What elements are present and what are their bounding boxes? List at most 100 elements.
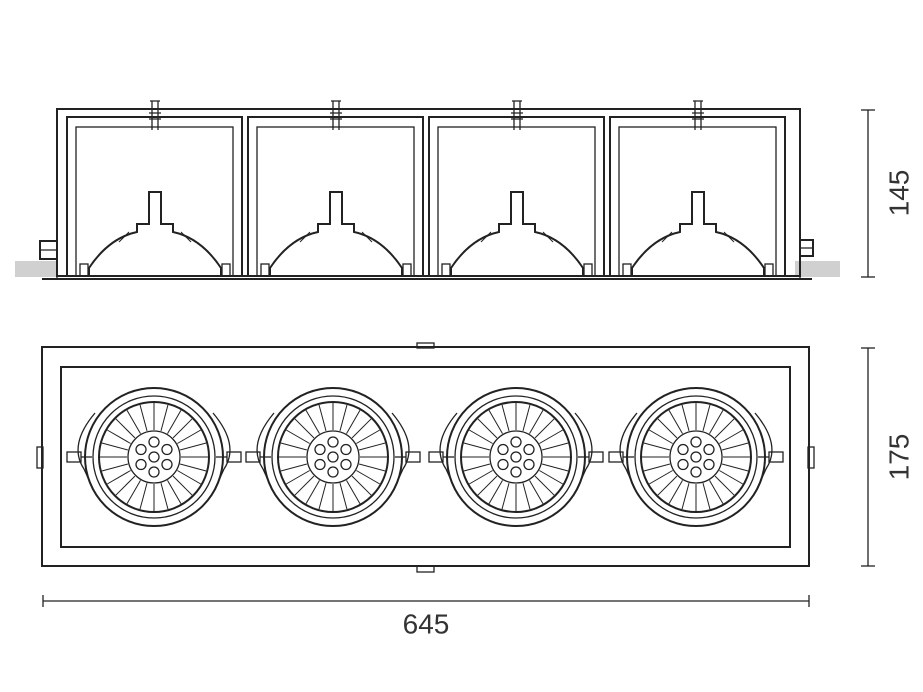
reflector-fin	[501, 482, 510, 510]
reflector-fin	[643, 463, 671, 472]
module-inner-frame	[75, 126, 234, 277]
reflector-fin	[115, 475, 136, 496]
led-emitter	[677, 443, 689, 456]
module-frame	[609, 116, 786, 277]
reflector-core	[127, 430, 181, 484]
reflector-fin	[488, 409, 503, 434]
reflector-fin	[709, 409, 724, 434]
reflector-fin	[346, 409, 361, 434]
reflector-fin	[106, 429, 131, 444]
led-emitter	[677, 458, 689, 471]
reflector-fin	[177, 470, 202, 485]
reflector-fin	[351, 475, 372, 496]
reflector-fin	[160, 482, 169, 510]
reflector-fin	[356, 470, 381, 485]
led-emitter	[327, 436, 339, 448]
gimbal-ear-left	[77, 412, 96, 492]
reflector-fin	[172, 475, 193, 496]
reflector-fin	[172, 418, 193, 439]
reflector-fin	[106, 470, 131, 485]
gimbal-ear-left	[256, 412, 275, 492]
led-center	[690, 451, 702, 463]
led-emitter	[703, 443, 715, 456]
reflector-fin	[529, 409, 544, 434]
side-module	[428, 100, 605, 277]
module-frame	[428, 116, 605, 277]
spring-clip-right	[800, 239, 814, 257]
reflector-fin	[305, 409, 320, 434]
reflector-fin	[101, 463, 129, 472]
reflector-outer	[92, 395, 216, 519]
reflector-fin	[339, 404, 348, 432]
led-emitter	[148, 436, 160, 448]
left-tab	[36, 446, 44, 469]
gimbal-ear-left	[439, 412, 458, 492]
mounting-bracket	[511, 100, 523, 130]
height-dimension: 145	[861, 109, 914, 278]
led-emitter	[135, 458, 147, 471]
ceiling-left	[15, 261, 58, 277]
gimbal-foot-left	[441, 263, 451, 277]
module-frame	[247, 116, 424, 277]
reflector-fin	[657, 418, 678, 439]
reflector-outer	[271, 395, 395, 519]
reflector-fin	[702, 404, 711, 432]
reflector-fin	[522, 404, 531, 432]
reflector-fin	[657, 475, 678, 496]
reflector-fin	[468, 470, 493, 485]
lamp-detail	[480, 231, 554, 243]
reflector-fin	[285, 470, 310, 485]
gimbal-foot-left	[79, 263, 89, 277]
gimbal-ear-right	[391, 412, 410, 492]
reflector-fin	[126, 409, 141, 434]
reflector-outer	[454, 395, 578, 519]
reflector-fin	[115, 418, 136, 439]
reflector-fin	[160, 404, 169, 432]
reflector-fin	[339, 482, 348, 510]
reflector-fin	[358, 442, 386, 451]
gimbal-foot-right	[221, 263, 231, 277]
reflector-fin	[294, 418, 315, 439]
lamp-silhouette	[269, 191, 403, 276]
reflector-fin	[648, 470, 673, 485]
reflector-fin	[356, 429, 381, 444]
led-emitter	[690, 436, 702, 448]
gimbal-ear-right	[212, 412, 231, 492]
mounting-bracket	[149, 100, 161, 130]
reflector-fin	[280, 463, 308, 472]
top-tab	[416, 342, 435, 349]
reflector-fin	[351, 418, 372, 439]
reflector-fin	[539, 470, 564, 485]
reflector-fin	[318, 482, 327, 510]
reflector-fin	[280, 442, 308, 451]
reflector-fin	[709, 480, 724, 505]
plan-module	[66, 387, 242, 527]
reflector-fin	[714, 418, 735, 439]
reflector-rim	[640, 401, 752, 513]
reflector-fin	[139, 404, 148, 432]
reflector-fin	[318, 404, 327, 432]
led-emitter	[314, 443, 326, 456]
gimbal-foot-right	[402, 263, 412, 277]
reflector-rim	[98, 401, 210, 513]
reflector-fin	[719, 470, 744, 485]
reflector-fin	[139, 482, 148, 510]
reflector-fin	[529, 480, 544, 505]
led-emitter	[523, 443, 535, 456]
ceiling-right	[795, 261, 840, 277]
mounting-bracket	[330, 100, 342, 130]
width-dimension: 645	[42, 595, 810, 639]
plan-view	[36, 342, 815, 573]
mounting-bracket	[692, 100, 704, 130]
reflector-fin	[477, 418, 498, 439]
reflector-fin	[358, 463, 386, 472]
reflector-fin	[101, 442, 129, 451]
reflector-fin	[681, 482, 690, 510]
reflector-fin	[179, 463, 207, 472]
led-emitter	[510, 466, 522, 478]
reflector-fin	[167, 480, 182, 505]
plan-modules	[66, 387, 784, 527]
reflector-fin	[468, 429, 493, 444]
led-emitter	[161, 458, 173, 471]
reflector-fin	[541, 463, 569, 472]
